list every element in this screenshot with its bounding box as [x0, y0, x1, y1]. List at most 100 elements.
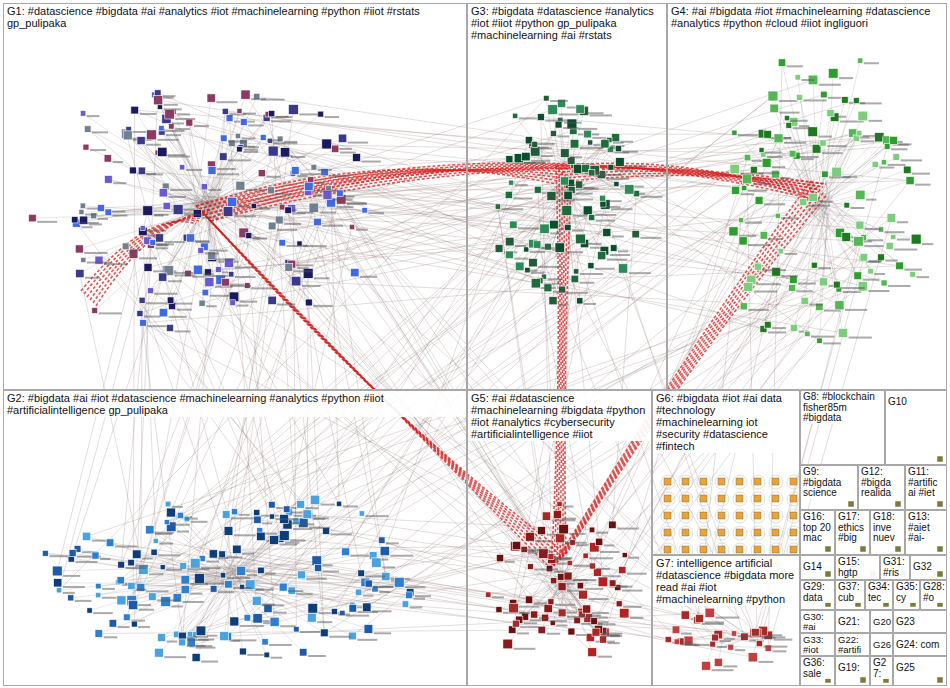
vertex-label-mark [247, 574, 257, 576]
vertex-label-mark [264, 533, 277, 535]
vertex-icon [297, 501, 305, 509]
vertex-icon [198, 248, 204, 254]
vertex-icon [338, 134, 346, 142]
graph-edge [830, 195, 871, 271]
vertex-icon [616, 158, 625, 167]
vertex-label-mark [115, 546, 137, 548]
vertex-label-mark [314, 277, 330, 279]
vertex-label-mark [818, 267, 831, 269]
graph-edge [541, 117, 552, 559]
edge-bundle [32, 61, 916, 666]
vertex-label-mark [244, 149, 258, 151]
vertex-icon [820, 140, 826, 146]
vertex-icon [827, 109, 834, 116]
vertex-icon [598, 251, 606, 259]
graph-edge [163, 193, 763, 329]
vertex-label-mark [85, 213, 98, 215]
vertex-label-mark [139, 257, 157, 259]
vertex-label-mark [266, 176, 280, 178]
vertex-label-mark [915, 184, 930, 186]
vertex-icon [506, 251, 514, 259]
vertex-label-mark [567, 616, 585, 618]
vertex-label-mark [217, 168, 236, 170]
vertex-icon [337, 190, 344, 197]
vertex-label-mark [791, 120, 808, 122]
vertex-icon [732, 186, 740, 194]
vertex-label-mark [865, 228, 881, 230]
vertex-label-mark [515, 184, 528, 186]
vertex-label-mark [242, 138, 256, 140]
vertex-label-mark [175, 330, 191, 332]
vertex-label-mark [262, 604, 284, 606]
vertex-label-mark [797, 156, 819, 158]
graph-edge [208, 133, 859, 272]
vertex-icon [906, 177, 914, 185]
vertex-label-mark [622, 590, 643, 592]
graph-edge [282, 207, 509, 255]
vertex-icon [379, 537, 385, 543]
graph-edge [189, 123, 280, 539]
vertex-icon [567, 560, 572, 565]
vertex-label-mark [63, 575, 80, 577]
vertex-icon [588, 170, 594, 176]
vertex-label-mark [169, 316, 187, 318]
vertex-icon [305, 182, 314, 191]
vertex-icon [548, 554, 554, 560]
vertex-label-mark [748, 244, 771, 246]
vertex-label-mark [762, 269, 785, 271]
graph-edge [127, 151, 273, 617]
vertex-icon [123, 131, 132, 140]
vertex-icon [555, 243, 564, 252]
vertex-icon [311, 164, 317, 170]
vertex-label-mark [153, 215, 163, 217]
vertex-label-mark [172, 122, 184, 124]
vertex-label-mark [309, 527, 330, 529]
graph-edge [283, 125, 558, 588]
graph-edge [113, 565, 225, 623]
vertex-label-mark [573, 215, 588, 217]
vertex-label-mark [604, 633, 623, 635]
vertex-icon [603, 228, 611, 236]
vertex-icon [910, 271, 916, 277]
vertex-icon [180, 563, 187, 570]
vertex-label-mark [300, 173, 321, 175]
vertex-icon [267, 187, 274, 194]
graph-edge [352, 605, 688, 641]
vertex-icon [778, 59, 785, 66]
vertex-icon [222, 511, 230, 519]
vertex-icon [744, 154, 751, 161]
vertex-label-mark [768, 331, 786, 333]
graph-edge [373, 556, 603, 582]
graph-edge [169, 271, 603, 632]
vertex-label-mark [230, 640, 241, 642]
vertex-label-mark [242, 553, 254, 555]
vertex-label-mark [611, 208, 632, 210]
graph-edge [163, 193, 606, 233]
vertex-icon [625, 185, 634, 194]
vertex-icon [226, 115, 233, 122]
vertex-label-mark [524, 162, 545, 164]
vertex-icon [577, 582, 584, 589]
vertex-label-mark [585, 588, 603, 590]
strong-edge [96, 209, 211, 306]
vertex-icon [608, 164, 614, 170]
vertex-label-mark [740, 173, 763, 175]
vertex-icon [556, 534, 565, 543]
vertex-icon [291, 276, 301, 286]
vertex-icon [95, 583, 101, 589]
graph-edge [88, 129, 613, 583]
vertex-label-mark [329, 175, 349, 177]
graph-edge [558, 570, 622, 594]
vertex-icon [583, 605, 591, 613]
vertex-icon [770, 104, 779, 113]
vertex-icon [881, 160, 886, 165]
vertex-label-mark [556, 624, 567, 626]
vertex-label-mark [535, 540, 552, 542]
vertex-label-mark [118, 626, 130, 628]
vertex-icon [118, 561, 125, 568]
vertex-icon [167, 297, 174, 304]
vertex-label-mark [226, 556, 242, 558]
strong-edge-bundle [81, 163, 826, 569]
vertex-icon [789, 150, 796, 157]
vertex-label-mark [623, 151, 638, 153]
